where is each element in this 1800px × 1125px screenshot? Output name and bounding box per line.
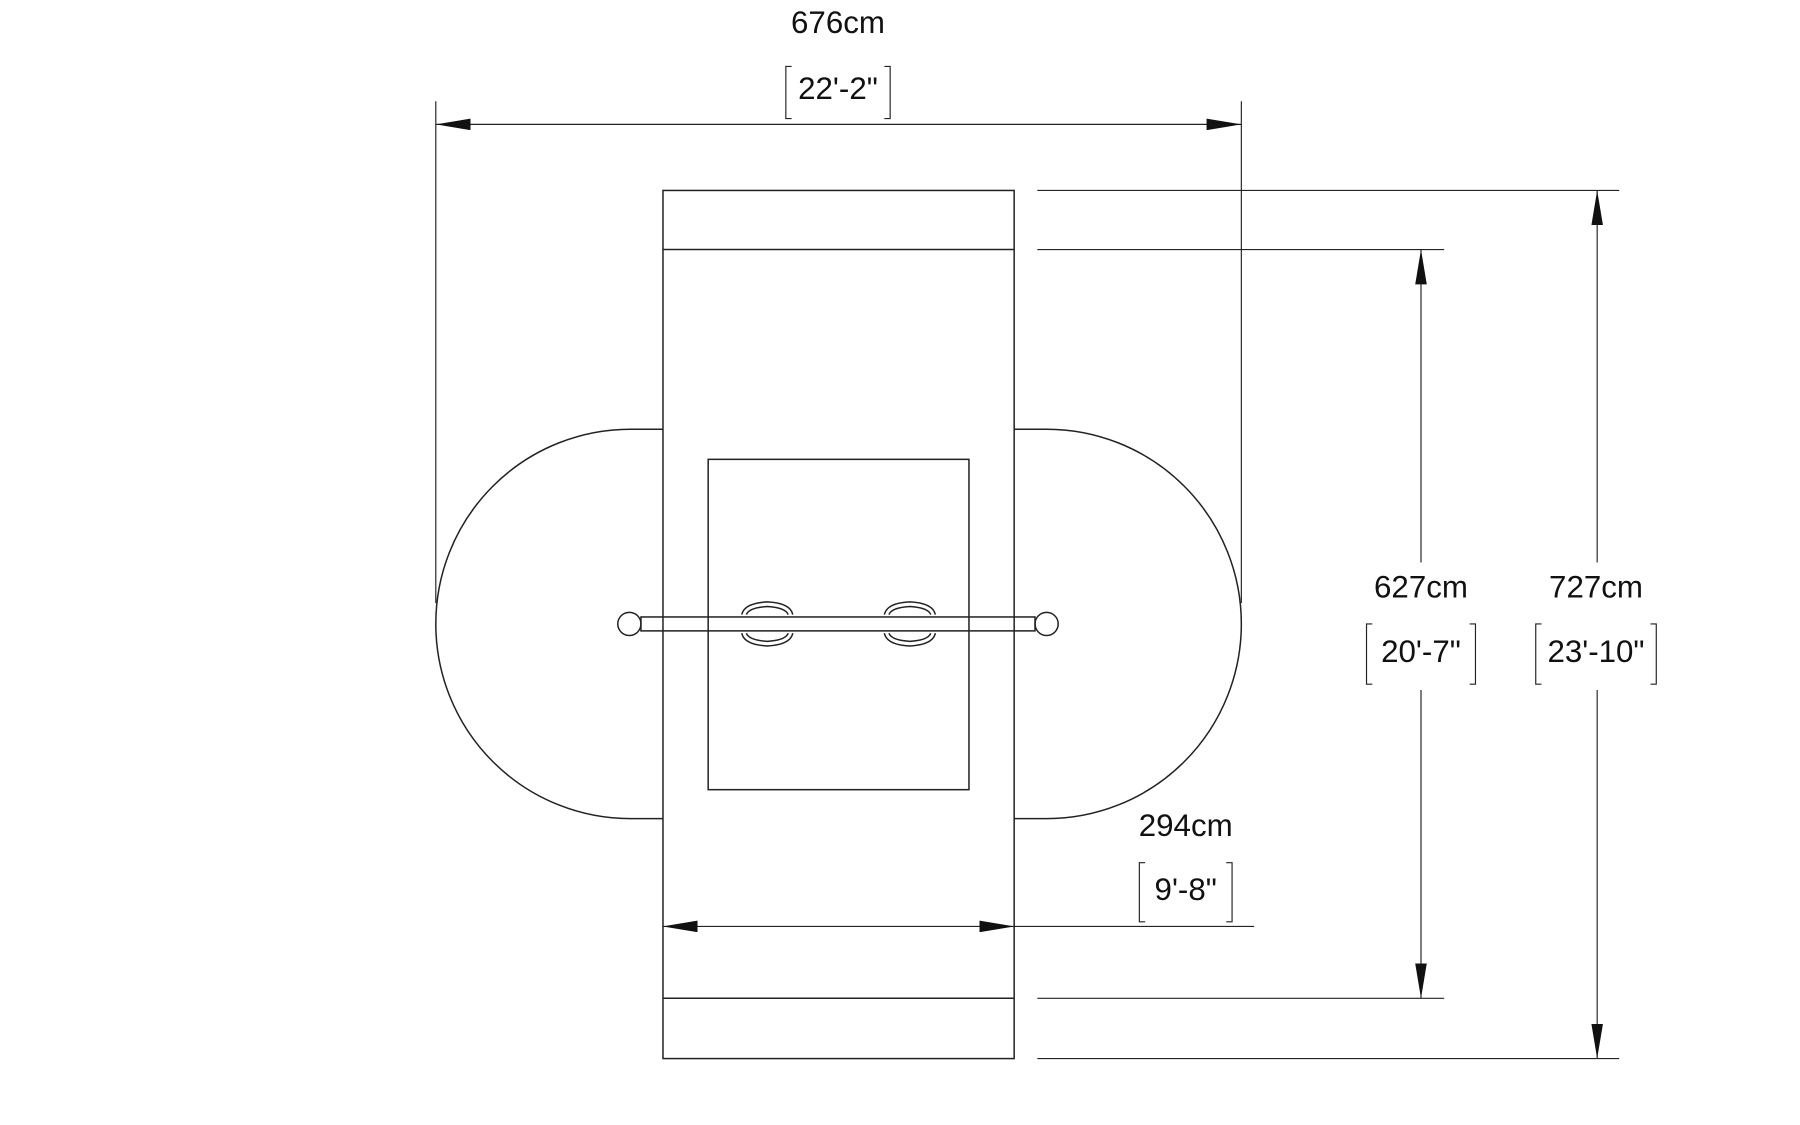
dimension-inner-length: 627cm 20'-7"	[1037, 248, 1477, 999]
right-swing-arc	[1014, 428, 1243, 820]
frame-footprint	[707, 458, 970, 791]
dimension-overall-length: 727cm 23'-10"	[1037, 189, 1657, 1060]
safety-zone-rect	[662, 189, 1015, 1060]
dim-label-metric: 727cm	[1549, 569, 1643, 604]
dim-label-imperial: 20'-7"	[1381, 634, 1461, 669]
dim-label-metric: 627cm	[1374, 569, 1468, 604]
left-swing-arc	[435, 428, 663, 820]
left-post	[617, 611, 642, 637]
swing-beam	[617, 601, 1059, 647]
dim-label-imperial: 22'-2"	[798, 71, 878, 106]
dim-label-metric: 294cm	[1139, 808, 1233, 843]
safety-zone	[435, 189, 1243, 1060]
swing-seat	[883, 601, 937, 647]
dim-label-metric: 676cm	[791, 5, 885, 40]
dimension-frame-width: 294cm 9'-8"	[662, 808, 1255, 933]
dimension-overall-width: 676cm 22'-2"	[435, 5, 1242, 604]
dim-label-imperial: 9'-8"	[1155, 872, 1217, 907]
dim-label-imperial: 23'-10"	[1547, 634, 1644, 669]
right-post	[1034, 611, 1059, 637]
swing-seat	[741, 601, 794, 647]
